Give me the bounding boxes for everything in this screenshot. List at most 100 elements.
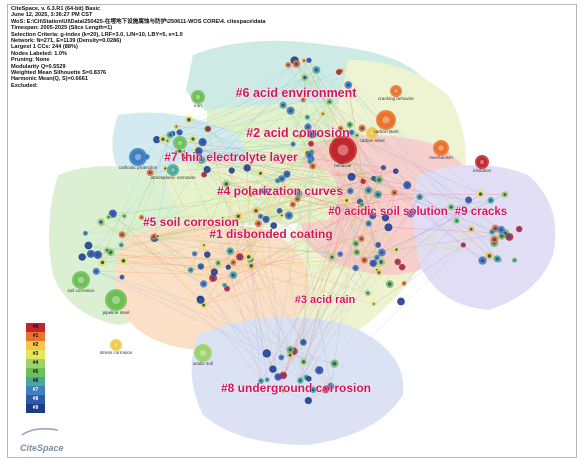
keyword-node[interactable] xyxy=(328,253,336,261)
keyword-node[interactable] xyxy=(86,249,95,258)
keyword-node[interactable] xyxy=(374,190,383,199)
keyword-node[interactable] xyxy=(393,246,400,253)
keyword-node[interactable] xyxy=(300,339,307,346)
citespace-canvas[interactable]: CiteSpace, v. 6.3.R1 (64-bit) Basic June… xyxy=(7,4,577,458)
keyword-node[interactable] xyxy=(146,169,154,177)
keyword-node[interactable] xyxy=(159,135,167,144)
keyword-node[interactable] xyxy=(304,123,312,131)
keyword-node[interactable] xyxy=(264,377,270,383)
keyword-node[interactable] xyxy=(348,129,355,136)
keyword-node[interactable] xyxy=(105,214,112,220)
keyword-node[interactable] xyxy=(295,189,303,198)
keyword-node[interactable] xyxy=(347,187,354,195)
keyword-node[interactable] xyxy=(312,65,321,74)
keyword-node[interactable] xyxy=(228,167,235,174)
keyword-node[interactable] xyxy=(187,267,194,273)
keyword-node[interactable] xyxy=(306,57,312,63)
major-keyword-node[interactable] xyxy=(72,271,90,289)
keyword-node[interactable] xyxy=(139,214,144,220)
keyword-node[interactable] xyxy=(365,220,372,227)
keyword-node[interactable] xyxy=(195,147,203,155)
keyword-node[interactable] xyxy=(380,164,387,171)
keyword-node[interactable] xyxy=(203,165,211,174)
keyword-node[interactable] xyxy=(226,247,235,255)
keyword-node[interactable] xyxy=(403,181,412,190)
keyword-node[interactable] xyxy=(234,212,243,221)
major-keyword-node[interactable] xyxy=(475,155,489,169)
keyword-node[interactable] xyxy=(371,301,377,307)
keyword-node[interactable] xyxy=(269,365,277,373)
keyword-node[interactable] xyxy=(337,125,344,132)
keyword-node[interactable] xyxy=(358,124,366,132)
keyword-node[interactable] xyxy=(162,165,169,172)
keyword-node[interactable] xyxy=(493,255,501,263)
keyword-node[interactable] xyxy=(276,208,283,214)
keyword-node[interactable] xyxy=(344,81,353,89)
keyword-node[interactable] xyxy=(305,151,314,159)
keyword-node[interactable] xyxy=(511,257,518,263)
keyword-node[interactable] xyxy=(210,268,218,276)
keyword-node[interactable] xyxy=(278,175,286,183)
keyword-node[interactable] xyxy=(369,259,377,267)
keyword-node[interactable] xyxy=(201,171,208,178)
major-keyword-node[interactable] xyxy=(366,127,378,139)
keyword-node[interactable] xyxy=(244,252,253,261)
keyword-node[interactable] xyxy=(252,206,260,215)
keyword-node[interactable] xyxy=(398,263,406,271)
keyword-node[interactable] xyxy=(453,217,460,224)
keyword-node[interactable] xyxy=(284,211,294,220)
keyword-node[interactable] xyxy=(292,60,301,68)
keyword-node[interactable] xyxy=(498,232,506,240)
keyword-node[interactable] xyxy=(258,378,264,384)
major-keyword-node[interactable] xyxy=(129,148,147,166)
keyword-node[interactable] xyxy=(257,213,264,219)
major-keyword-node[interactable] xyxy=(173,136,187,150)
keyword-node[interactable] xyxy=(230,259,237,266)
keyword-node[interactable] xyxy=(257,169,265,177)
keyword-node[interactable] xyxy=(189,135,197,143)
keyword-node[interactable] xyxy=(406,209,416,218)
keyword-node[interactable] xyxy=(385,280,394,289)
cluster-label[interactable]: #1 disbonded coating xyxy=(209,227,333,242)
keyword-node[interactable] xyxy=(375,241,382,248)
cluster-label[interactable]: #2 acid corrosion xyxy=(246,126,350,141)
keyword-node[interactable] xyxy=(204,251,211,258)
keyword-node[interactable] xyxy=(358,235,365,242)
keyword-node[interactable] xyxy=(215,260,221,266)
keyword-node[interactable] xyxy=(467,225,475,233)
cluster-label[interactable]: #3 acid rain xyxy=(294,294,356,307)
keyword-node[interactable] xyxy=(243,164,251,172)
cluster-label[interactable]: #4 polarization curves xyxy=(217,184,344,199)
keyword-node[interactable] xyxy=(300,358,308,366)
keyword-node[interactable] xyxy=(209,274,218,282)
keyword-node[interactable] xyxy=(261,187,268,195)
keyword-node[interactable] xyxy=(93,250,103,259)
keyword-node[interactable] xyxy=(309,163,317,170)
keyword-node[interactable] xyxy=(326,98,333,105)
keyword-node[interactable] xyxy=(283,170,291,178)
keyword-node[interactable] xyxy=(306,376,312,382)
keyword-node[interactable] xyxy=(352,240,360,247)
keyword-node[interactable] xyxy=(294,196,301,203)
keyword-node[interactable] xyxy=(465,196,473,204)
keyword-node[interactable] xyxy=(119,274,125,280)
keyword-node[interactable] xyxy=(485,251,494,261)
keyword-node[interactable] xyxy=(118,231,126,239)
keyword-node[interactable] xyxy=(153,136,161,144)
keyword-node[interactable] xyxy=(330,359,339,368)
keyword-node[interactable] xyxy=(315,366,324,375)
keyword-node[interactable] xyxy=(191,251,198,257)
keyword-node[interactable] xyxy=(487,197,495,204)
keyword-node[interactable] xyxy=(497,225,505,234)
keyword-node[interactable] xyxy=(222,179,231,188)
keyword-node[interactable] xyxy=(360,178,366,185)
keyword-node[interactable] xyxy=(346,121,354,128)
keyword-node[interactable] xyxy=(308,140,314,147)
keyword-node[interactable] xyxy=(377,257,386,267)
keyword-node[interactable] xyxy=(297,377,304,384)
keyword-node[interactable] xyxy=(107,248,115,256)
keyword-node[interactable] xyxy=(375,175,384,184)
keyword-node[interactable] xyxy=(364,186,373,195)
keyword-node[interactable] xyxy=(201,242,207,248)
keyword-node[interactable] xyxy=(285,62,292,68)
